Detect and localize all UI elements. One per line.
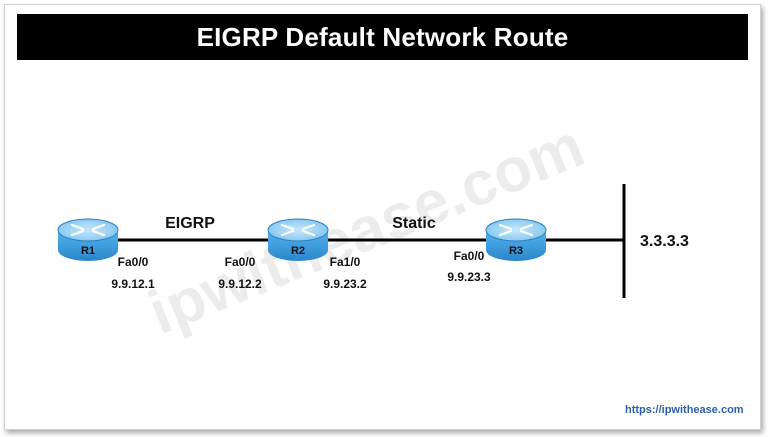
network-label: 3.3.3.3 <box>640 233 689 250</box>
page-title: EIGRP Default Network Route <box>196 21 569 52</box>
link1-protocol-label: EIGRP <box>165 215 215 232</box>
router-r1[interactable]: R1 <box>57 218 119 261</box>
link2-right-interface: Fa0/0 <box>454 249 485 263</box>
footer-url[interactable]: https://ipwithease.com <box>625 404 744 416</box>
router-arrows-icon <box>498 223 534 237</box>
router-arrows-icon <box>70 223 106 237</box>
router-r2[interactable]: R2 <box>267 218 329 261</box>
link2-protocol-label: Static <box>392 215 436 232</box>
title-bar: EIGRP Default Network Route <box>17 14 748 60</box>
router-r3-label: R3 <box>509 245 523 257</box>
link1-left-ip: 9.9.12.1 <box>111 277 155 291</box>
link1-right-interface: Fa0/0 <box>225 255 256 269</box>
diagram-frame <box>4 4 761 430</box>
router-r2-label: R2 <box>291 245 305 257</box>
router-arrows-icon <box>280 223 316 237</box>
link2-right-ip: 9.9.23.3 <box>447 270 491 284</box>
router-r1-label: R1 <box>81 245 95 257</box>
link1-right-ip: 9.9.12.2 <box>218 277 262 291</box>
link1-left-interface: Fa0/0 <box>118 255 149 269</box>
link2-left-ip: 9.9.23.2 <box>323 277 367 291</box>
router-r3[interactable]: R3 <box>485 218 547 261</box>
link2-left-interface: Fa1/0 <box>330 255 361 269</box>
